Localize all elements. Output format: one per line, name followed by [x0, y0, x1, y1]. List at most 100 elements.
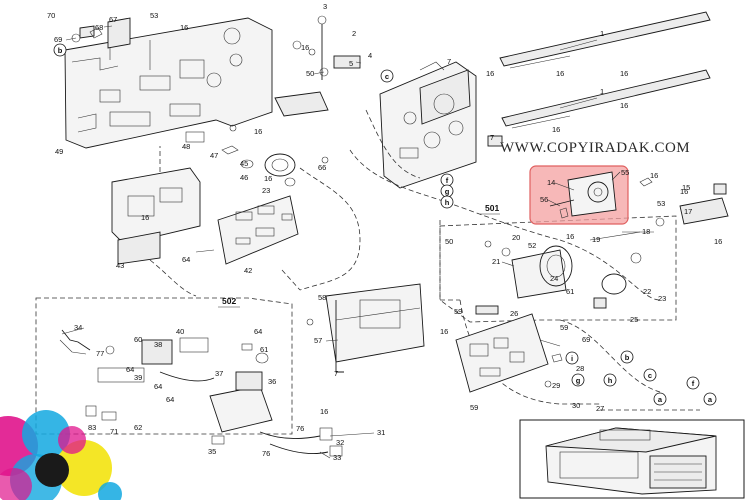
- callout-letter-a2: a: [708, 395, 713, 404]
- callout-59c: 59: [470, 403, 478, 412]
- callout-circle-c: c: [380, 69, 394, 83]
- leader-lines: [61, 25, 621, 459]
- callout-83: 83: [88, 423, 96, 432]
- callout-circle-f: f: [440, 173, 454, 187]
- callout-48: 48: [182, 142, 190, 151]
- drive-unit-assembly: [379, 61, 503, 189]
- callout-57: 57: [314, 336, 322, 345]
- callout-16i: 16: [141, 213, 149, 222]
- callout-35: 35: [208, 447, 216, 456]
- callout-circle-h2: h: [603, 373, 617, 387]
- callout-30: 30: [572, 401, 580, 410]
- bracket-parts-top: [71, 15, 361, 155]
- callout-circle-g2: g: [571, 373, 585, 387]
- callout-letter-b: b: [58, 46, 63, 55]
- callout-42: 42: [244, 266, 252, 275]
- callout-59b: 59: [560, 323, 568, 332]
- callout-43: 43: [116, 261, 124, 270]
- callout-31: 31: [377, 428, 385, 437]
- callout-36: 36: [268, 377, 276, 386]
- callout-19: 19: [592, 235, 600, 244]
- callout-14: 14: [547, 178, 555, 187]
- callout-numbers: 70 69 68 67 53 49 3 2 4 5 50 7 7 1 1 16 …: [47, 2, 722, 462]
- callout-24: 24: [550, 274, 558, 283]
- callout-58: 58: [318, 293, 326, 302]
- callout-50b: 50: [445, 237, 453, 246]
- callout-5: 5: [349, 59, 353, 68]
- callout-39: 39: [134, 373, 142, 382]
- callout-71: 71: [110, 427, 118, 436]
- callout-7a: 7: [447, 57, 451, 66]
- right-small-parts: [622, 177, 729, 233]
- callout-3: 3: [323, 2, 327, 11]
- callout-letter-a: a: [658, 395, 663, 404]
- callout-7b: 7: [490, 133, 494, 142]
- group-label-502: 502: [222, 296, 236, 306]
- callout-1b: 1: [600, 87, 604, 96]
- callout-22: 22: [643, 287, 651, 296]
- callout-69b: 69: [582, 335, 590, 344]
- power-supply-unit: [111, 146, 201, 265]
- callout-70: 70: [47, 11, 55, 20]
- callout-16c: 16: [486, 69, 494, 78]
- callout-26: 26: [510, 309, 518, 318]
- main-controller-board: [455, 305, 563, 393]
- callout-16o: 16: [440, 327, 448, 336]
- callout-68: 68: [95, 23, 103, 32]
- callout-16a: 16: [180, 23, 188, 32]
- callout-59a: 59: [454, 307, 462, 316]
- callout-56: 56: [540, 195, 548, 204]
- group-502-frame: [35, 297, 343, 457]
- callout-7c: 7: [334, 369, 338, 378]
- callout-18: 18: [642, 227, 650, 236]
- callout-37: 37: [215, 369, 223, 378]
- callout-letter-g2: g: [576, 376, 581, 385]
- callout-16f: 16: [552, 125, 560, 134]
- callout-circle-b2: b: [620, 350, 634, 364]
- callout-67: 67: [109, 15, 117, 24]
- callout-letter-i: i: [571, 354, 573, 363]
- callout-circle-i: i: [565, 351, 579, 365]
- callout-circle-c2: c: [643, 368, 657, 382]
- callout-4: 4: [368, 51, 372, 60]
- callout-16b: 16: [301, 43, 309, 52]
- callout-16m: 16: [680, 187, 688, 196]
- callout-27: 27: [596, 404, 604, 413]
- callout-16k: 16: [566, 232, 574, 241]
- callout-16l: 16: [650, 171, 658, 180]
- callout-circle-f2: f: [686, 376, 700, 390]
- callout-55: 55: [621, 168, 629, 177]
- watermark-text: WWW.COPYIRADAK.COM: [500, 140, 690, 156]
- callout-61b: 61: [260, 345, 268, 354]
- callout-66: 66: [318, 163, 326, 172]
- callout-76a: 76: [296, 424, 304, 433]
- callout-53: 53: [150, 11, 158, 20]
- callout-50a: 50: [306, 69, 314, 78]
- callout-53b: 53: [657, 199, 665, 208]
- callout-letter-h2: h: [608, 376, 613, 385]
- callout-17: 17: [684, 207, 692, 216]
- callout-20: 20: [512, 233, 520, 242]
- bottom-frame-57: [306, 283, 425, 373]
- callout-16h: 16: [254, 127, 262, 136]
- callout-34: 34: [74, 323, 82, 332]
- callout-1a: 1: [600, 29, 604, 38]
- callout-letter-f2: f: [692, 379, 695, 388]
- callout-16d: 16: [556, 69, 564, 78]
- cmyk-logo: [0, 410, 122, 500]
- callout-76b: 76: [262, 449, 270, 458]
- callout-16j: 16: [264, 174, 272, 183]
- callout-38: 38: [154, 340, 162, 349]
- callout-46: 46: [240, 173, 248, 182]
- callout-16e: 16: [620, 69, 628, 78]
- callout-16p: 16: [320, 407, 328, 416]
- callout-40: 40: [176, 327, 184, 336]
- callout-circle-a2: a: [703, 392, 717, 406]
- printer-thumbnail: [519, 419, 745, 499]
- callout-letter-g: g: [445, 187, 450, 196]
- callout-2: 2: [352, 29, 356, 38]
- callout-25: 25: [630, 315, 638, 324]
- callout-15: 15: [682, 183, 690, 192]
